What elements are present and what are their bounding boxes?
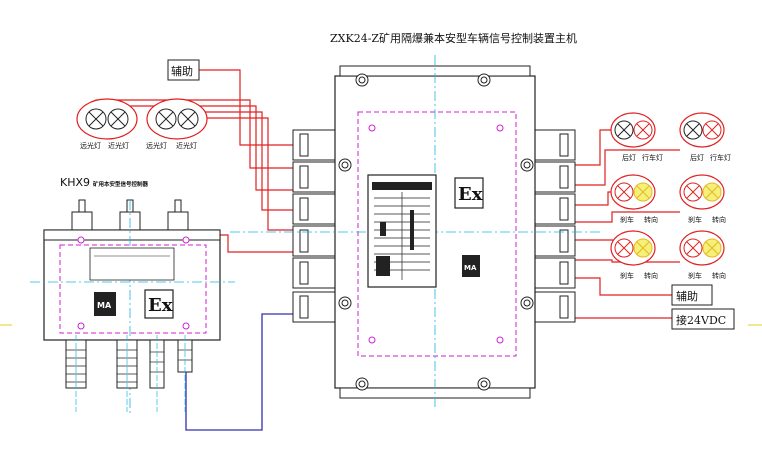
- aux-left-label: 辅助: [171, 64, 193, 78]
- lamp-label: 刹车: [688, 271, 702, 280]
- lamp-label: 刹车: [688, 215, 702, 224]
- lamp-label: 行车灯: [642, 153, 663, 162]
- power-box: [671, 308, 735, 330]
- controller-connectors: [65, 339, 193, 389]
- aux-right-label: 辅助: [676, 289, 698, 303]
- gland-right-1: [532, 129, 576, 161]
- right-wires: [566, 129, 680, 319]
- lamp-label: 后灯: [622, 153, 636, 162]
- right-lamps-row-1: [610, 112, 725, 148]
- main-nameplate: [367, 174, 437, 288]
- controller-body: [43, 229, 221, 341]
- power-label: 接24VDC: [676, 314, 726, 327]
- right-lamps-row-2: [610, 174, 725, 210]
- main-unit: Ex MA: [230, 55, 600, 410]
- controller-ex-mark: Ex: [148, 295, 173, 316]
- lamp-label: 刹车: [620, 215, 634, 224]
- inner-cover: [357, 111, 517, 357]
- main-unit-title: ZXK24-Z矿用隔爆兼本安型车辆信号控制装置主机: [330, 31, 577, 45]
- controller-subtitle: 矿用本安型信号控制器: [93, 180, 149, 188]
- lamp-label: 转向: [644, 271, 658, 280]
- lamp-label: 远光灯: [146, 141, 167, 150]
- left-lamp-group-1: [76, 98, 138, 140]
- left-lamp-group-2: [146, 98, 208, 140]
- lamp-label: 后灯: [690, 153, 704, 162]
- gland-left-1: [292, 129, 336, 161]
- main-ex-mark: Ex: [458, 184, 483, 205]
- lamp-label: 近光灯: [176, 141, 197, 150]
- main-ma-text: MA: [464, 264, 477, 272]
- wire-controller: [220, 234, 295, 253]
- lamp-label: 远光灯: [80, 141, 101, 150]
- wire-signal-blue: [185, 313, 302, 431]
- aux-right-box: [671, 284, 713, 306]
- lamp-label: 近光灯: [108, 141, 129, 150]
- lamp-label: 转向: [712, 215, 726, 224]
- controller-ma-mark: [94, 292, 116, 316]
- lamp-label: 行车灯: [710, 153, 731, 162]
- wire-aux-right: [566, 277, 672, 296]
- wire-aux-left: [199, 69, 295, 146]
- controller-name: KHX9: [60, 176, 90, 189]
- controller: KHX9 矿用本安型信号控制器 MA Ex: [30, 176, 235, 415]
- controller-ma-text: MA: [97, 301, 112, 310]
- lamp-label: 刹车: [620, 271, 634, 280]
- lamp-label: 转向: [712, 271, 726, 280]
- aux-left-box: [167, 59, 200, 81]
- main-ma-mark: [462, 255, 480, 277]
- lamp-label: 转向: [644, 215, 658, 224]
- right-lamps-row-3: [610, 230, 725, 266]
